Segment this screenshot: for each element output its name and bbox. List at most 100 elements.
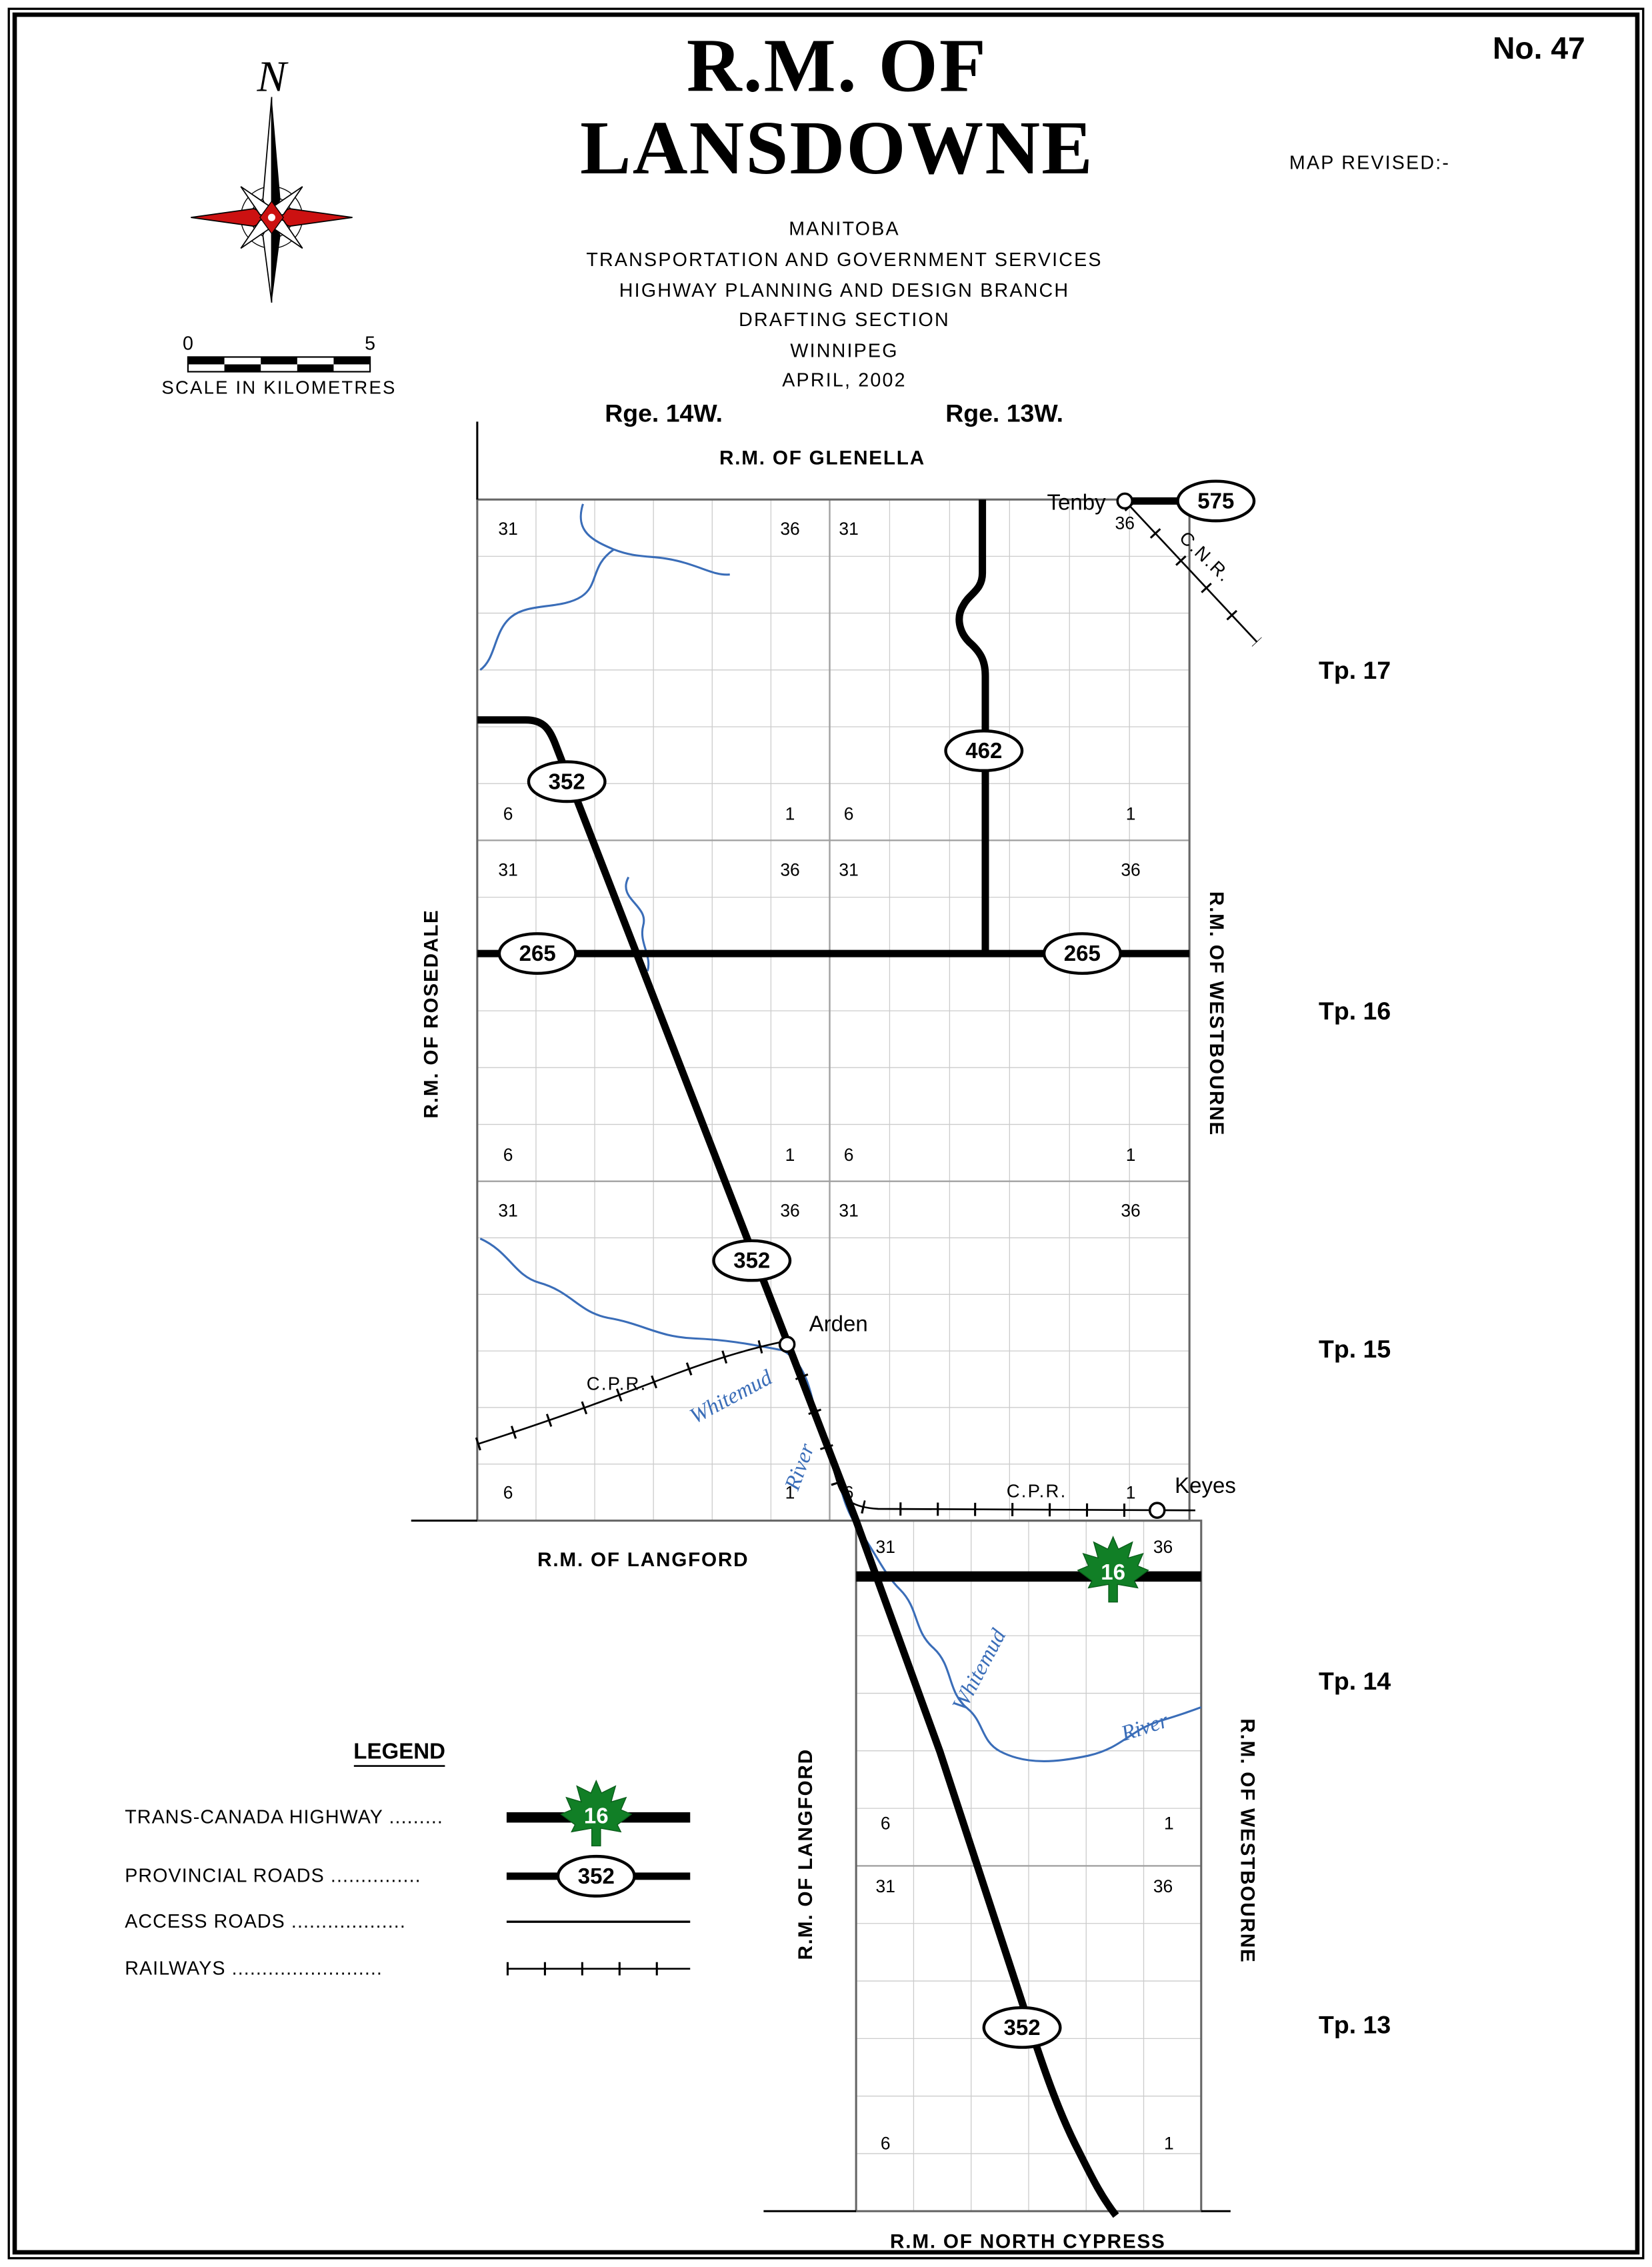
section-numbers: 31 36 6 1 31 36 6 1 31 36 6 1 31 36 6 1 … xyxy=(498,513,1173,2153)
scale-end-label: 5 xyxy=(365,333,375,354)
township-label-16: Tp. 16 xyxy=(1319,997,1391,1025)
township-label-15: Tp. 15 xyxy=(1319,1335,1391,1363)
section-number: 36 xyxy=(780,1200,799,1220)
map-title-line2: LANSDOWNE xyxy=(580,105,1094,190)
compass-center-dot xyxy=(267,213,275,221)
legend-item-trans-canada: TRANS-CANADA HIGHWAY ......... xyxy=(125,1807,443,1828)
town-label-arden: Arden xyxy=(809,1312,868,1336)
shield-265-west-label: 265 xyxy=(519,941,556,966)
township-label-17: Tp. 17 xyxy=(1319,656,1391,684)
section-number: 31 xyxy=(498,1200,517,1220)
legend-title: LEGEND xyxy=(353,1740,445,1764)
section-number: 31 xyxy=(498,519,517,539)
scale-segment xyxy=(261,357,297,365)
scale-segment xyxy=(224,364,261,372)
compass-south-black xyxy=(271,217,281,303)
river-label-whitemud-lower: Whitemud xyxy=(948,1625,1011,1716)
road-pr352 xyxy=(477,716,1119,2218)
range-label-13w: Rge. 13W. xyxy=(945,399,1063,427)
town-label-tenby: Tenby xyxy=(1047,491,1106,515)
roads xyxy=(477,497,1201,2218)
shield-575-label: 575 xyxy=(1197,489,1234,513)
shield-352-mid-label: 352 xyxy=(733,1249,770,1274)
scale-segment xyxy=(333,357,371,365)
scale-segment xyxy=(187,357,225,365)
neighbor-west-lower: R.M. OF LANGFORD xyxy=(795,1748,817,1960)
neighbor-north: R.M. OF GLENELLA xyxy=(719,447,925,469)
municipal-boundary-upper xyxy=(476,498,1191,1522)
section-number: 6 xyxy=(503,1483,513,1503)
section-number: 1 xyxy=(1126,804,1136,824)
compass-north-white xyxy=(262,97,273,218)
shield-352-mid xyxy=(712,1239,792,1282)
compass-north-letter: N xyxy=(256,53,289,101)
shield-265-east xyxy=(1042,932,1122,975)
shield-265-east-label: 265 xyxy=(1064,941,1101,966)
section-number: 1 xyxy=(1126,1145,1136,1165)
town-dot-arden xyxy=(778,1336,796,1353)
shield-575 xyxy=(1176,479,1256,523)
highway-shields: 575 462 352 265 265 352 352 16 xyxy=(497,479,1256,2049)
section-number: 36 xyxy=(780,859,799,879)
neighbor-west: R.M. OF ROSEDALE xyxy=(420,909,442,1118)
map-title-line1: R.M. OF xyxy=(687,23,987,108)
agency-line: TRANSPORTATION AND GOVERNMENT SERVICES xyxy=(586,249,1102,271)
survey-grid xyxy=(476,498,1203,2212)
legend-item-provincial: PROVINCIAL ROADS ............... xyxy=(125,1866,421,1887)
section-number: 6 xyxy=(844,1145,854,1165)
legend-shield-352-label: 352 xyxy=(578,1864,615,1889)
section-number: 31 xyxy=(839,1200,858,1220)
section-number: 1 xyxy=(785,1483,795,1503)
municipal-boundary-lower xyxy=(855,1520,1203,2212)
neighbor-south-upper: R.M. OF LANGFORD xyxy=(537,1549,749,1571)
shield-352-lower-label: 352 xyxy=(1003,2016,1040,2040)
shield-352-upper xyxy=(527,760,607,803)
neighbor-east-lower: R.M. OF WESTBOURNE xyxy=(1236,1718,1258,1963)
section-number: 36 xyxy=(1153,1876,1173,1896)
scale-outline xyxy=(187,356,371,373)
outer-border xyxy=(7,7,1645,2260)
section-number: 36 xyxy=(1115,513,1135,533)
whitemud-creek-upper xyxy=(479,548,615,671)
section-number: 1 xyxy=(1164,2134,1174,2154)
section-number: 1 xyxy=(785,804,795,824)
section-number: 1 xyxy=(1164,1813,1174,1833)
scale-segment xyxy=(297,364,334,372)
agency-line: APRIL, 2002 xyxy=(782,370,907,391)
cpr-label-east: C.P.R. xyxy=(1007,1480,1067,1501)
scale-caption: SCALE IN KILOMETRES xyxy=(161,377,396,398)
section-number: 31 xyxy=(876,1537,895,1557)
compass-north-black xyxy=(271,97,281,218)
shield-16-label: 16 xyxy=(1101,1560,1125,1585)
agency-line: HIGHWAY PLANNING AND DESIGN BRANCH xyxy=(619,280,1069,301)
map-number: No. 47 xyxy=(1493,31,1585,65)
section-number: 36 xyxy=(1121,1200,1140,1220)
shield-352-upper-label: 352 xyxy=(549,769,585,794)
section-number: 6 xyxy=(844,804,854,824)
cpr-railway-west xyxy=(477,1340,785,1446)
section-number: 6 xyxy=(503,1145,513,1165)
shield-352-lower xyxy=(982,2006,1062,2049)
agency-line: MANITOBA xyxy=(789,219,900,240)
scale-bar: 0 5 SCALE IN KILOMETRES xyxy=(161,333,396,398)
whitemud-creek-branch xyxy=(579,503,730,576)
shield-462 xyxy=(944,729,1024,772)
river-label-whitemud-upper: Whitemud xyxy=(686,1366,777,1429)
neighbor-east-upper: R.M. OF WESTBOURNE xyxy=(1205,891,1227,1136)
inner-border xyxy=(12,12,1640,2255)
agency-line: WINNIPEG xyxy=(790,340,898,361)
legend-shield-352 xyxy=(556,1854,636,1898)
section-number: 6 xyxy=(503,804,513,824)
legend-item-railways: RAILWAYS ......................... xyxy=(125,1958,383,1979)
map-revised-label: MAP REVISED:- xyxy=(1289,152,1450,173)
town-dot-tenby xyxy=(1116,492,1134,510)
section-number: 36 xyxy=(1153,1537,1173,1557)
township-label-14: Tp. 14 xyxy=(1319,1667,1391,1695)
section-number: 36 xyxy=(1121,859,1140,879)
towns: Tenby Arden Keyes xyxy=(778,491,1236,1519)
agency-line: DRAFTING SECTION xyxy=(739,309,950,331)
section-number: 6 xyxy=(881,2134,891,2154)
cnr-railway-line xyxy=(1128,505,1258,643)
